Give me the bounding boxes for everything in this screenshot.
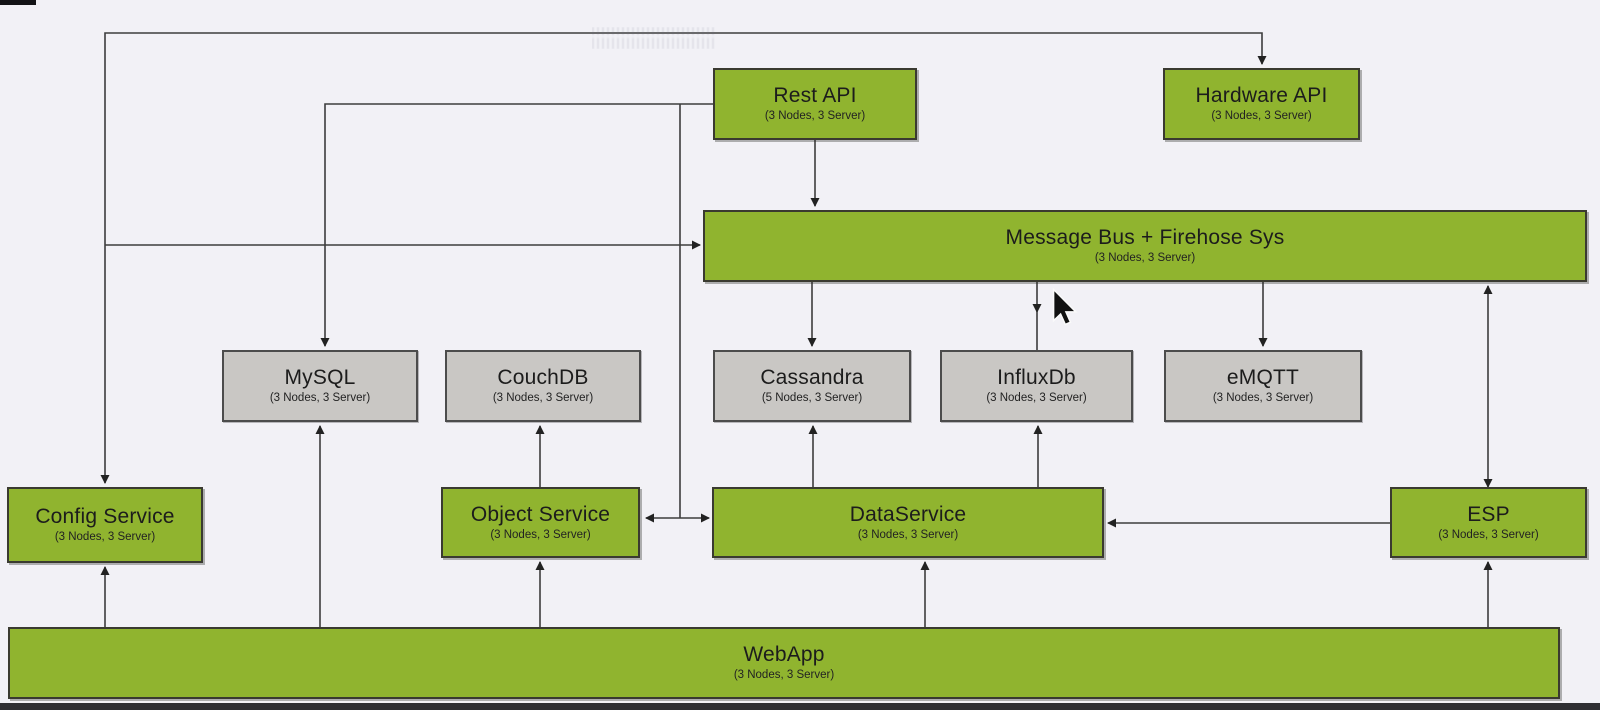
node-title: Cassandra	[760, 366, 864, 390]
node-title: Rest API	[773, 84, 857, 108]
node-data-service: DataService (3 Nodes, 3 Server)	[712, 487, 1104, 558]
node-title: CouchDB	[497, 366, 589, 390]
node-message-bus: Message Bus + Firehose Sys (3 Nodes, 3 Se…	[703, 210, 1587, 282]
node-title: DataService	[849, 502, 967, 526]
node-webapp: WebApp (3 Nodes, 3 Server)	[8, 627, 1560, 699]
node-title: InfluxDb	[997, 366, 1076, 390]
node-subtitle: (3 Nodes, 3 Server)	[857, 528, 959, 541]
node-subtitle: (3 Nodes, 3 Server)	[492, 392, 594, 405]
node-hardware-api: Hardware API (3 Nodes, 3 Server)	[1163, 68, 1360, 140]
node-subtitle: (3 Nodes, 3 Server)	[764, 110, 866, 123]
node-subtitle: (3 Nodes, 3 Server)	[1212, 392, 1314, 405]
node-subtitle: (3 Nodes, 3 Server)	[1211, 110, 1312, 123]
edge-top-loop-config-hardwareapi	[100, 32, 1267, 484]
node-title: MySQL	[284, 366, 356, 390]
node-esp: ESP (3 Nodes, 3 Server)	[1390, 487, 1587, 558]
node-emqtt: eMQTT (3 Nodes, 3 Server)	[1164, 350, 1362, 422]
node-subtitle: (3 Nodes, 3 Server)	[1094, 252, 1196, 265]
node-mysql: MySQL (3 Nodes, 3 Server)	[222, 350, 418, 422]
node-title: ESP	[1467, 502, 1510, 526]
node-subtitle: (3 Nodes, 3 Server)	[986, 392, 1087, 405]
node-title: Config Service	[35, 505, 175, 529]
node-config-service: Config Service (3 Nodes, 3 Server)	[7, 487, 203, 563]
node-title: Message Bus + Firehose Sys	[1005, 226, 1285, 250]
node-rest-api: Rest API (3 Nodes, 3 Server)	[713, 68, 917, 140]
node-subtitle: (3 Nodes, 3 Server)	[490, 528, 591, 541]
node-title: Hardware API	[1195, 84, 1328, 108]
node-couchdb: CouchDB (3 Nodes, 3 Server)	[445, 350, 641, 422]
mouse-cursor-icon	[1052, 288, 1078, 326]
node-subtitle: (5 Nodes, 3 Server)	[761, 392, 863, 405]
node-subtitle: (3 Nodes, 3 Server)	[733, 669, 835, 682]
node-subtitle: (3 Nodes, 3 Server)	[1438, 528, 1539, 541]
node-title: Object Service	[470, 502, 611, 526]
edge-restapi-to-mysql	[320, 103, 713, 347]
node-subtitle: (3 Nodes, 3 Server)	[54, 531, 156, 544]
node-title: eMQTT	[1226, 366, 1300, 390]
node-cassandra: Cassandra (5 Nodes, 3 Server)	[713, 350, 911, 422]
node-title: WebApp	[743, 643, 825, 667]
node-subtitle: (3 Nodes, 3 Server)	[269, 392, 371, 405]
node-influxdb: InfluxDb (3 Nodes, 3 Server)	[940, 350, 1133, 422]
node-object-service: Object Service (3 Nodes, 3 Server)	[441, 487, 640, 558]
